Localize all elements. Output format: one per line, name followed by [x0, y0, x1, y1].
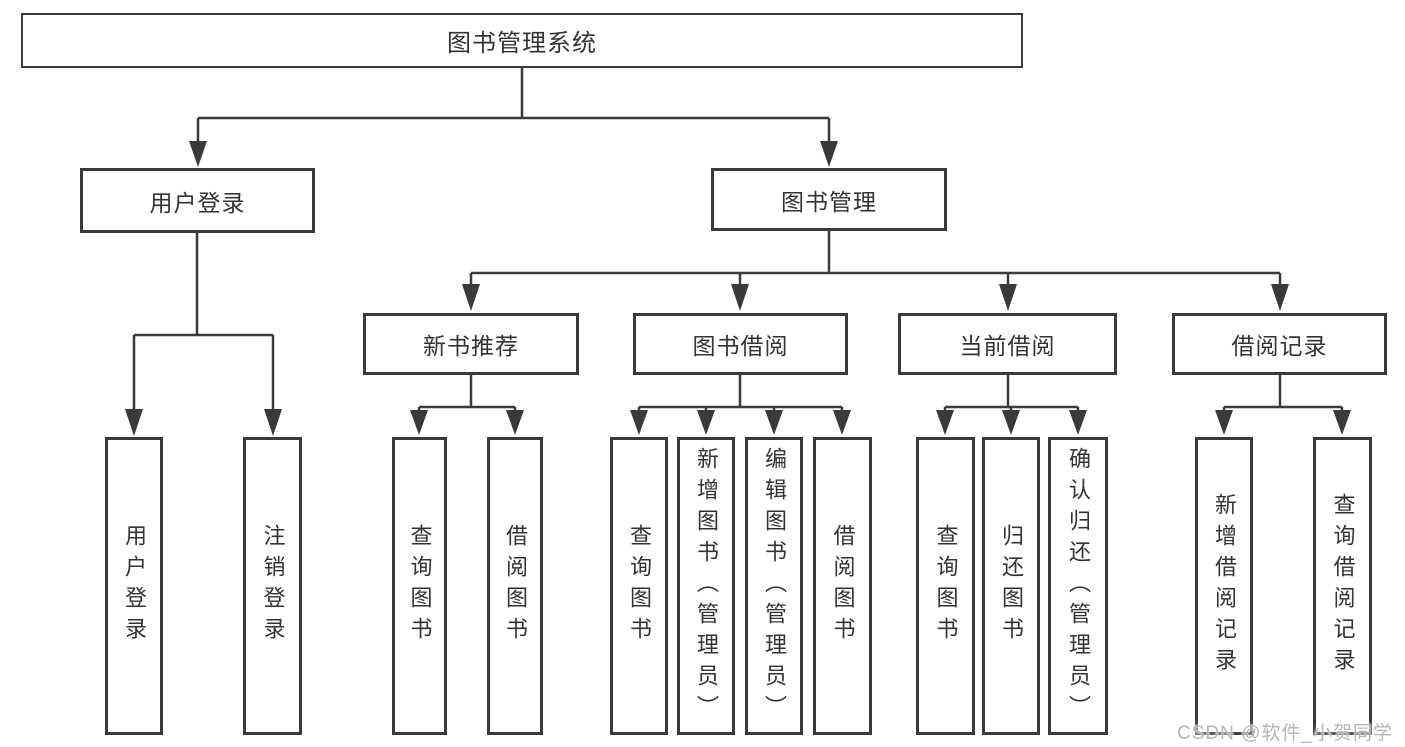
node-label: 归还图书: [999, 524, 1024, 648]
node-label: 注销登录: [260, 524, 286, 648]
node-label: 图书管理: [781, 188, 877, 215]
node-label: 查询图书: [627, 524, 652, 648]
node-label: 用户登录: [149, 189, 246, 216]
leaf-confirm-return-admin: 确认归还（管理员）: [1048, 437, 1108, 735]
leaf-edit-books-admin: 编辑图书（管理员）: [745, 437, 803, 735]
node-label: 借阅图书: [830, 524, 856, 648]
node-label: 新书推荐: [423, 333, 519, 359]
leaf-user-login: 用户登录: [105, 437, 163, 735]
node-label: 编辑图书（管理员）: [762, 446, 787, 726]
node-label: 查询借阅记录: [1330, 493, 1356, 679]
node-label: 新增图书（管理员）: [694, 446, 719, 726]
node-current-borrowing: 当前借阅: [898, 313, 1117, 375]
node-new-book-recommendation: 新书推荐: [363, 313, 579, 375]
node-label: 图书管理系统: [447, 30, 597, 57]
leaf-query-books-current: 查询图书: [916, 437, 975, 735]
node-library-management-system: 图书管理系统: [21, 13, 1023, 68]
leaf-borrow-books-recommend: 借阅图书: [487, 437, 543, 735]
node-label: 当前借阅: [959, 333, 1056, 359]
leaf-add-borrow-record: 新增借阅记录: [1195, 437, 1253, 735]
leaf-add-books-admin: 新增图书（管理员）: [677, 437, 735, 735]
node-user-login: 用户登录: [80, 168, 315, 233]
node-label: 用户登录: [122, 524, 147, 648]
node-label: 查询图书: [933, 524, 959, 648]
node-book-borrowing: 图书借阅: [633, 313, 848, 375]
node-borrowing-records: 借阅记录: [1172, 313, 1387, 375]
leaf-logout: 注销登录: [243, 437, 302, 735]
leaf-query-books-recommend: 查询图书: [392, 437, 447, 735]
leaf-query-books-borrow: 查询图书: [610, 437, 668, 735]
node-label: 新增借阅记录: [1212, 493, 1237, 679]
leaf-return-books: 归还图书: [982, 437, 1040, 735]
leaf-borrow-books: 借阅图书: [813, 437, 872, 735]
node-label: 确认归还（管理员）: [1066, 446, 1091, 726]
node-label: 借阅图书: [503, 524, 528, 648]
leaf-query-borrow-record: 查询借阅记录: [1313, 437, 1372, 735]
node-label: 借阅记录: [1231, 333, 1328, 359]
node-label: 查询图书: [407, 524, 433, 648]
node-book-management: 图书管理: [711, 168, 947, 231]
node-label: 图书借阅: [692, 333, 789, 359]
csdn-watermark: CSDN @软件_小贺同学: [1177, 723, 1393, 744]
